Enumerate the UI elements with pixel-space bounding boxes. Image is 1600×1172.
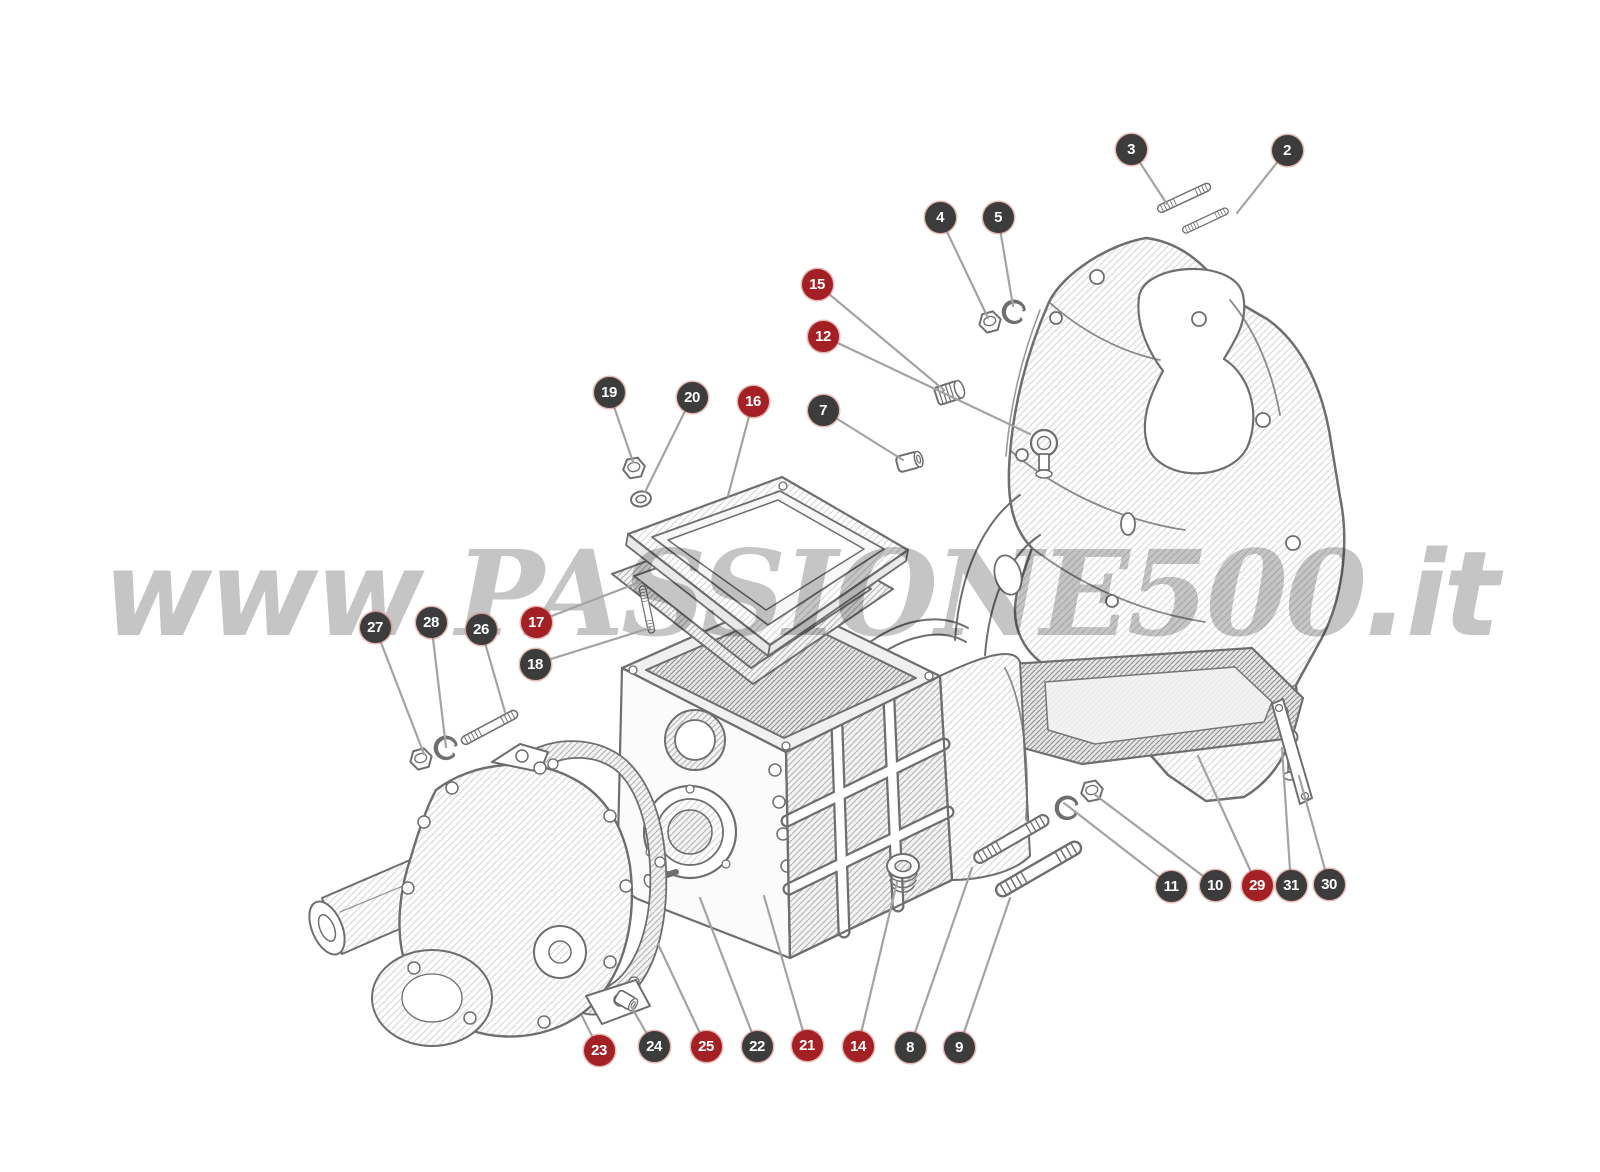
callout-badge-21[interactable]: 21 xyxy=(791,1029,823,1061)
leader-line-20 xyxy=(643,395,694,494)
leader-line-4 xyxy=(938,215,990,320)
front-cover xyxy=(308,743,651,1047)
leader-line-12 xyxy=(821,334,1032,436)
leader-line-22 xyxy=(698,896,759,1048)
filler-plug-12 xyxy=(1029,428,1059,479)
callout-badge-17[interactable]: 17 xyxy=(520,606,552,638)
callout-badge-19[interactable]: 19 xyxy=(593,376,625,408)
leader-line-18 xyxy=(533,626,652,666)
leader-line-17 xyxy=(534,580,642,624)
callout-badge-10[interactable]: 10 xyxy=(1199,869,1231,901)
callout-badge-24[interactable]: 24 xyxy=(638,1030,670,1062)
callout-badge-28[interactable]: 28 xyxy=(415,606,447,638)
callout-badge-4[interactable]: 4 xyxy=(924,201,956,233)
callout-badge-11[interactable]: 11 xyxy=(1155,870,1187,902)
callout-badge-7[interactable]: 7 xyxy=(807,394,839,426)
leader-line-15 xyxy=(815,282,946,392)
leader-line-30 xyxy=(1297,774,1331,886)
bracket-31 xyxy=(1271,698,1313,805)
callout-badge-2[interactable]: 2 xyxy=(1271,134,1303,166)
callout-badge-12[interactable]: 12 xyxy=(807,320,839,352)
callout-badge-14[interactable]: 14 xyxy=(842,1030,874,1062)
leader-line-10 xyxy=(1092,792,1217,887)
callout-badge-26[interactable]: 26 xyxy=(465,613,497,645)
drain-plug xyxy=(886,853,920,893)
top-cover-plate xyxy=(625,475,910,657)
leader-line-25 xyxy=(656,942,708,1048)
callout-badge-9[interactable]: 9 xyxy=(943,1031,975,1063)
callout-badge-22[interactable]: 22 xyxy=(741,1030,773,1062)
callout-badge-27[interactable]: 27 xyxy=(359,611,391,643)
callout-badge-15[interactable]: 15 xyxy=(801,268,833,300)
small-parts xyxy=(406,181,1313,1014)
callout-badge-29[interactable]: 29 xyxy=(1241,869,1273,901)
leader-line-9 xyxy=(957,896,1012,1049)
leader-line-21 xyxy=(762,894,809,1047)
leader-line-29 xyxy=(1196,754,1259,887)
leader-line-27 xyxy=(373,625,426,756)
leader-line-11 xyxy=(1062,801,1173,888)
callout-badge-16[interactable]: 16 xyxy=(737,385,769,417)
callout-badge-20[interactable]: 20 xyxy=(676,381,708,413)
callout-badge-25[interactable]: 25 xyxy=(690,1030,722,1062)
case-housing-junction xyxy=(861,494,1041,881)
callout-badge-30[interactable]: 30 xyxy=(1313,868,1345,900)
callout-badge-31[interactable]: 31 xyxy=(1275,869,1307,901)
callout-badge-8[interactable]: 8 xyxy=(894,1031,926,1063)
callout-badge-18[interactable]: 18 xyxy=(519,648,551,680)
leader-line-28 xyxy=(429,620,448,749)
leader-line-8 xyxy=(908,866,974,1049)
callout-badge-5[interactable]: 5 xyxy=(982,201,1014,233)
callout-badge-23[interactable]: 23 xyxy=(583,1034,615,1066)
leader-line-14 xyxy=(856,880,899,1048)
callout-badge-3[interactable]: 3 xyxy=(1115,133,1147,165)
leader-line-31 xyxy=(1280,746,1293,887)
leader-line-16 xyxy=(726,399,755,498)
